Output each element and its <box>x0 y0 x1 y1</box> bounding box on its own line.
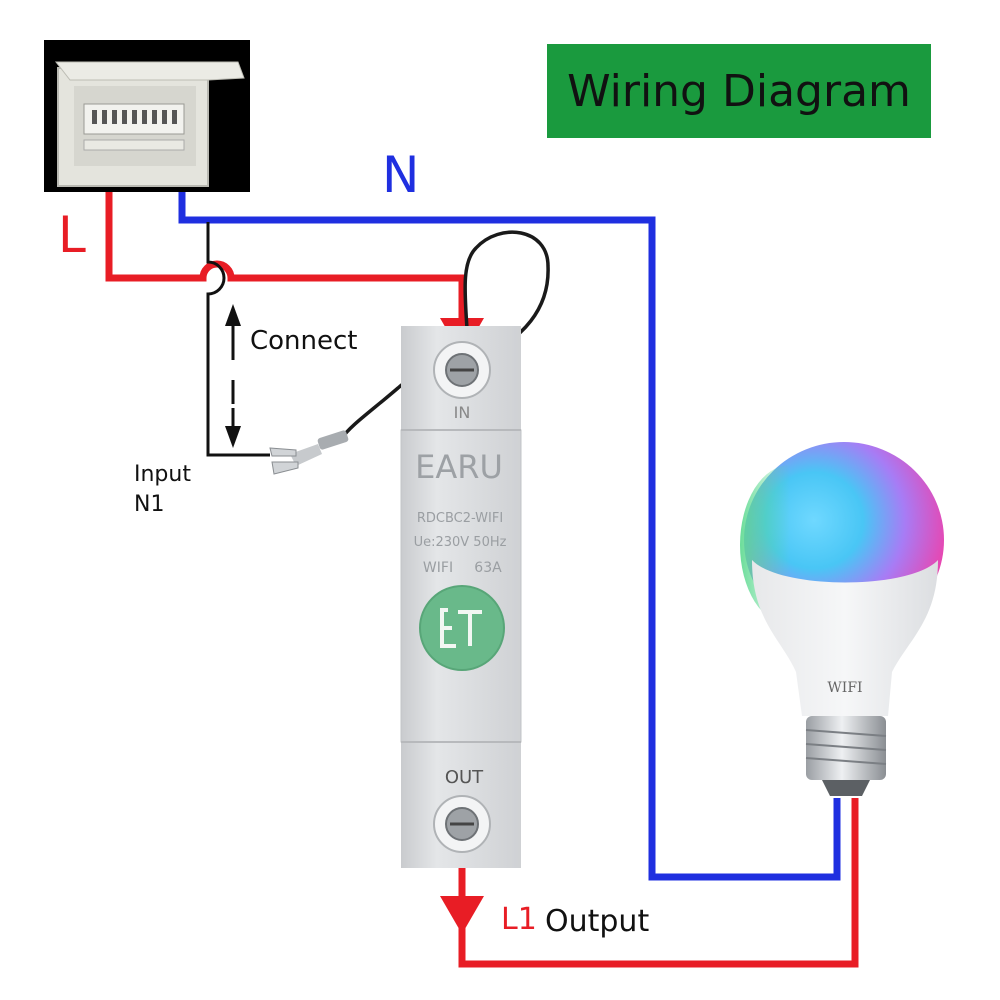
output-line-label: L1 <box>501 902 537 937</box>
neutral-label: N <box>382 146 420 204</box>
smart-breaker: IN OUT EARU RDCBC2-WIFI Ue:230V 50Hz WIF… <box>400 326 522 868</box>
jumper-wire <box>340 230 550 440</box>
panel-label-strip <box>83 139 185 151</box>
neutral-wire <box>178 192 841 881</box>
connect-label: Connect <box>250 326 358 356</box>
connect-indicator <box>225 304 241 448</box>
out-label: OUT <box>445 767 484 788</box>
live-label: L <box>58 206 86 264</box>
output-wire <box>458 798 859 968</box>
in-label: IN <box>454 403 471 422</box>
distribution-panel <box>44 40 250 192</box>
brand-logo-icon <box>440 608 482 648</box>
breaker-button <box>419 585 505 671</box>
output-arrow <box>440 896 484 934</box>
panel-lid <box>54 61 245 81</box>
breaker-switches <box>92 110 177 124</box>
wifi-label: WIFI <box>423 560 453 576</box>
bulb-tip <box>822 780 870 796</box>
input-n1-label: Input N1 <box>134 460 214 520</box>
input-label-line1: Input <box>134 462 191 487</box>
fork-terminal <box>269 430 349 475</box>
output-label: Output <box>545 904 650 939</box>
bulb-wifi-label: WIFI <box>827 680 862 696</box>
rating-label: Ue:230V 50Hz <box>414 535 507 550</box>
input-label-line2: N1 <box>134 492 165 517</box>
title-text: Wiring Diagram <box>567 65 911 117</box>
bulb-body <box>752 560 938 716</box>
model-label: RDCBC2-WIFI <box>417 511 503 526</box>
live-wire <box>105 192 466 330</box>
smart-bulb: WIFI <box>740 442 944 796</box>
current-label: 63A <box>474 560 502 576</box>
brand-label: EARU <box>415 448 503 486</box>
title-box: Wiring Diagram <box>547 44 931 138</box>
input-n1-link <box>206 222 270 457</box>
